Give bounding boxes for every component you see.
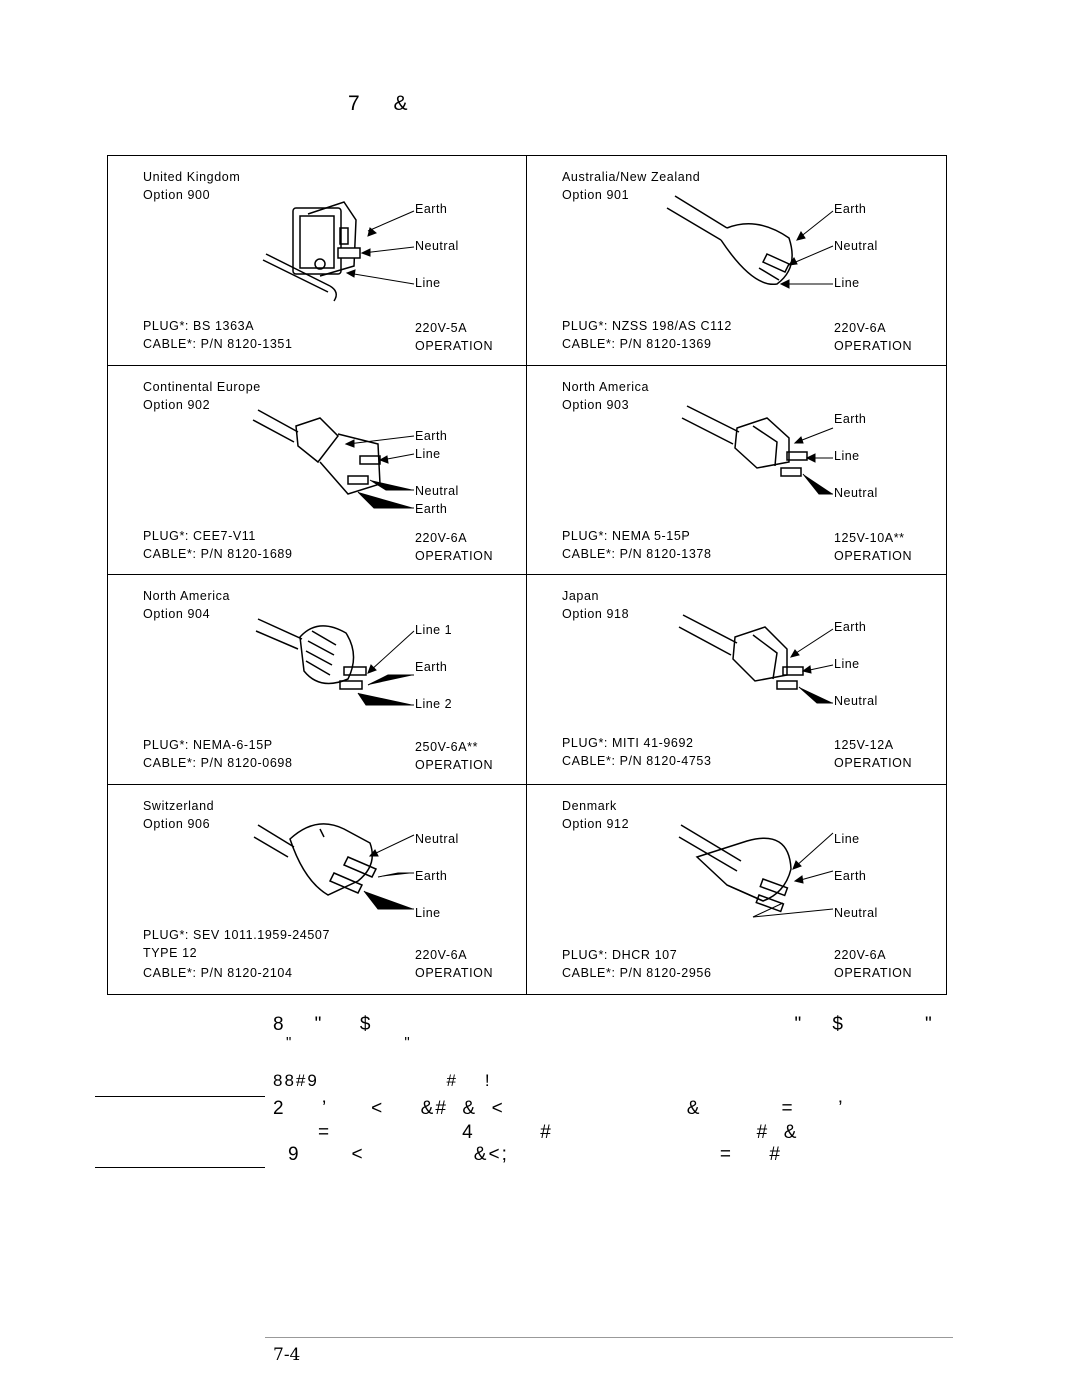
neutral-label: Neutral <box>834 694 878 708</box>
margin-rule-top <box>95 1096 265 1097</box>
rating-label: 125V-12A <box>834 738 894 752</box>
plug-spec: PLUG*: MITI 41-9692 <box>562 736 694 750</box>
note-line-3: 88#9 # ! <box>273 1071 492 1090</box>
line-1-label: Line 1 <box>415 623 453 637</box>
neutral-label: Neutral <box>415 239 459 253</box>
option-label: Option 904 <box>143 607 211 621</box>
note-line-5: = 4 # # & <box>318 1122 799 1143</box>
country-label: Switzerland <box>143 798 215 813</box>
earth-label: Earth <box>834 620 867 634</box>
plug-cell-switzerland: Switzerland Option 906 Neutral Earth Lin… <box>108 784 527 994</box>
neutral-label: Neutral <box>415 831 459 846</box>
cable-spec: CABLE*: P/N 8120-4753 <box>562 754 712 768</box>
operation-label: OPERATION <box>415 758 494 772</box>
neutral-label: Neutral <box>834 485 878 500</box>
operation-label: OPERATION <box>834 339 913 353</box>
country-label: North America <box>562 379 649 394</box>
rating-label: 125V-10A** <box>834 530 905 545</box>
plug-cell-denmark: Denmark Option 912 Line Earth Neutral PL… <box>527 785 946 995</box>
footer-rule <box>265 1337 953 1338</box>
note-line-2: " " <box>286 1034 412 1051</box>
plug-cell-australia-new-zealand: Australia/New Zealand Option 901 Earth N… <box>527 156 946 366</box>
earth-label: Earth <box>415 202 448 216</box>
plug-spec: PLUG*: NEMA-6-15P <box>143 738 273 752</box>
line-label: Line <box>415 905 441 920</box>
operation-label: OPERATION <box>834 548 913 563</box>
page-number: 7-4 <box>273 1345 301 1365</box>
plug-spec: PLUG*: BS 1363A <box>143 319 255 333</box>
option-label: Option 912 <box>562 816 630 831</box>
rating-label: 220V-6A <box>834 947 887 962</box>
page-heading: 7 & <box>348 92 422 115</box>
country-label: Continental Europe <box>143 379 261 394</box>
operation-label: OPERATION <box>834 965 913 980</box>
cable-spec: CABLE*: P/N 8120-2956 <box>562 965 712 980</box>
option-label: Option 906 <box>143 816 211 831</box>
line-label: Line <box>415 276 441 290</box>
rating-label: 220V-6A <box>834 321 887 335</box>
country-label: Denmark <box>562 798 617 813</box>
country-label: North America <box>143 589 230 603</box>
line-2-label: Line 2 <box>415 697 453 711</box>
line-label: Line <box>834 276 860 290</box>
plug-spec: PLUG*: CEE7-V11 <box>143 528 256 543</box>
option-label: Option 900 <box>143 188 211 202</box>
country-label: Australia/New Zealand <box>562 170 701 184</box>
rating-label: 220V-6A <box>415 947 468 962</box>
country-label: Japan <box>562 589 600 603</box>
power-cord-table: United Kingdom Option 900 Earth Neutral … <box>107 155 947 995</box>
cable-spec: CABLE*: P/N 8120-1369 <box>562 337 712 351</box>
cable-spec: CABLE*: P/N 8120-1378 <box>562 546 712 561</box>
cable-spec: CABLE*: P/N 8120-1689 <box>143 546 293 561</box>
option-label: Option 901 <box>562 188 630 202</box>
earth-label: Earth <box>415 428 448 443</box>
option-label: Option 918 <box>562 607 630 621</box>
rating-label: 220V-6A <box>415 530 468 545</box>
line-label: Line <box>834 831 860 846</box>
plug-cell-north-america-903: North America Option 903 Earth Line Neut… <box>527 366 946 575</box>
line-label: Line <box>834 448 860 463</box>
plug-spec: PLUG*: NZSS 198/AS C112 <box>562 319 732 333</box>
plug-spec: PLUG*: SEV 1011.1959-24507 TYPE 12 <box>143 927 331 960</box>
neutral-label: Neutral <box>415 483 459 498</box>
plug-spec: PLUG*: DHCR 107 <box>562 947 678 962</box>
cable-spec: CABLE*: P/N 8120-2104 <box>143 965 293 980</box>
cable-spec: CABLE*: P/N 8120-0698 <box>143 756 293 770</box>
plug-cell-united-kingdom: United Kingdom Option 900 Earth Neutral … <box>108 156 527 366</box>
earth-label: Earth <box>834 202 867 216</box>
plug-cell-continental-europe: Continental Europe Option 902 Earth Line… <box>108 365 527 575</box>
earth-label: Earth <box>415 660 448 674</box>
note-line-4: 2 ’ < &# & < & = ’ <box>273 1098 845 1119</box>
option-label: Option 902 <box>143 397 211 412</box>
country-label: United Kingdom <box>143 170 241 184</box>
operation-label: OPERATION <box>415 965 494 980</box>
neutral-label: Neutral <box>834 239 878 253</box>
operation-label: OPERATION <box>415 548 494 563</box>
line-label: Line <box>834 657 860 671</box>
margin-rule-bottom <box>95 1167 265 1168</box>
earth-label: Earth <box>415 501 448 516</box>
earth-label: Earth <box>834 411 867 426</box>
rating-label: 250V-6A** <box>415 740 479 754</box>
cable-spec: CABLE*: P/N 8120-1351 <box>143 337 293 351</box>
operation-label: OPERATION <box>834 756 913 770</box>
line-label: Line <box>415 446 441 461</box>
plug-spec: PLUG*: NEMA 5-15P <box>562 528 691 543</box>
note-line-6: 9 < &<; = # <box>288 1144 782 1165</box>
plug-cell-japan: Japan Option 918 Earth Line Neutral PLUG… <box>527 575 946 785</box>
neutral-label: Neutral <box>834 905 878 920</box>
rating-label: 220V-5A <box>415 321 468 335</box>
earth-label: Earth <box>834 868 867 883</box>
operation-label: OPERATION <box>415 339 494 353</box>
note-line-1: 8 " $ " $ " <box>273 1014 934 1035</box>
earth-label: Earth <box>415 868 448 883</box>
option-label: Option 903 <box>562 397 630 412</box>
plug-cell-north-america-904: North America Option 904 Line 1 Earth Li… <box>108 575 527 785</box>
